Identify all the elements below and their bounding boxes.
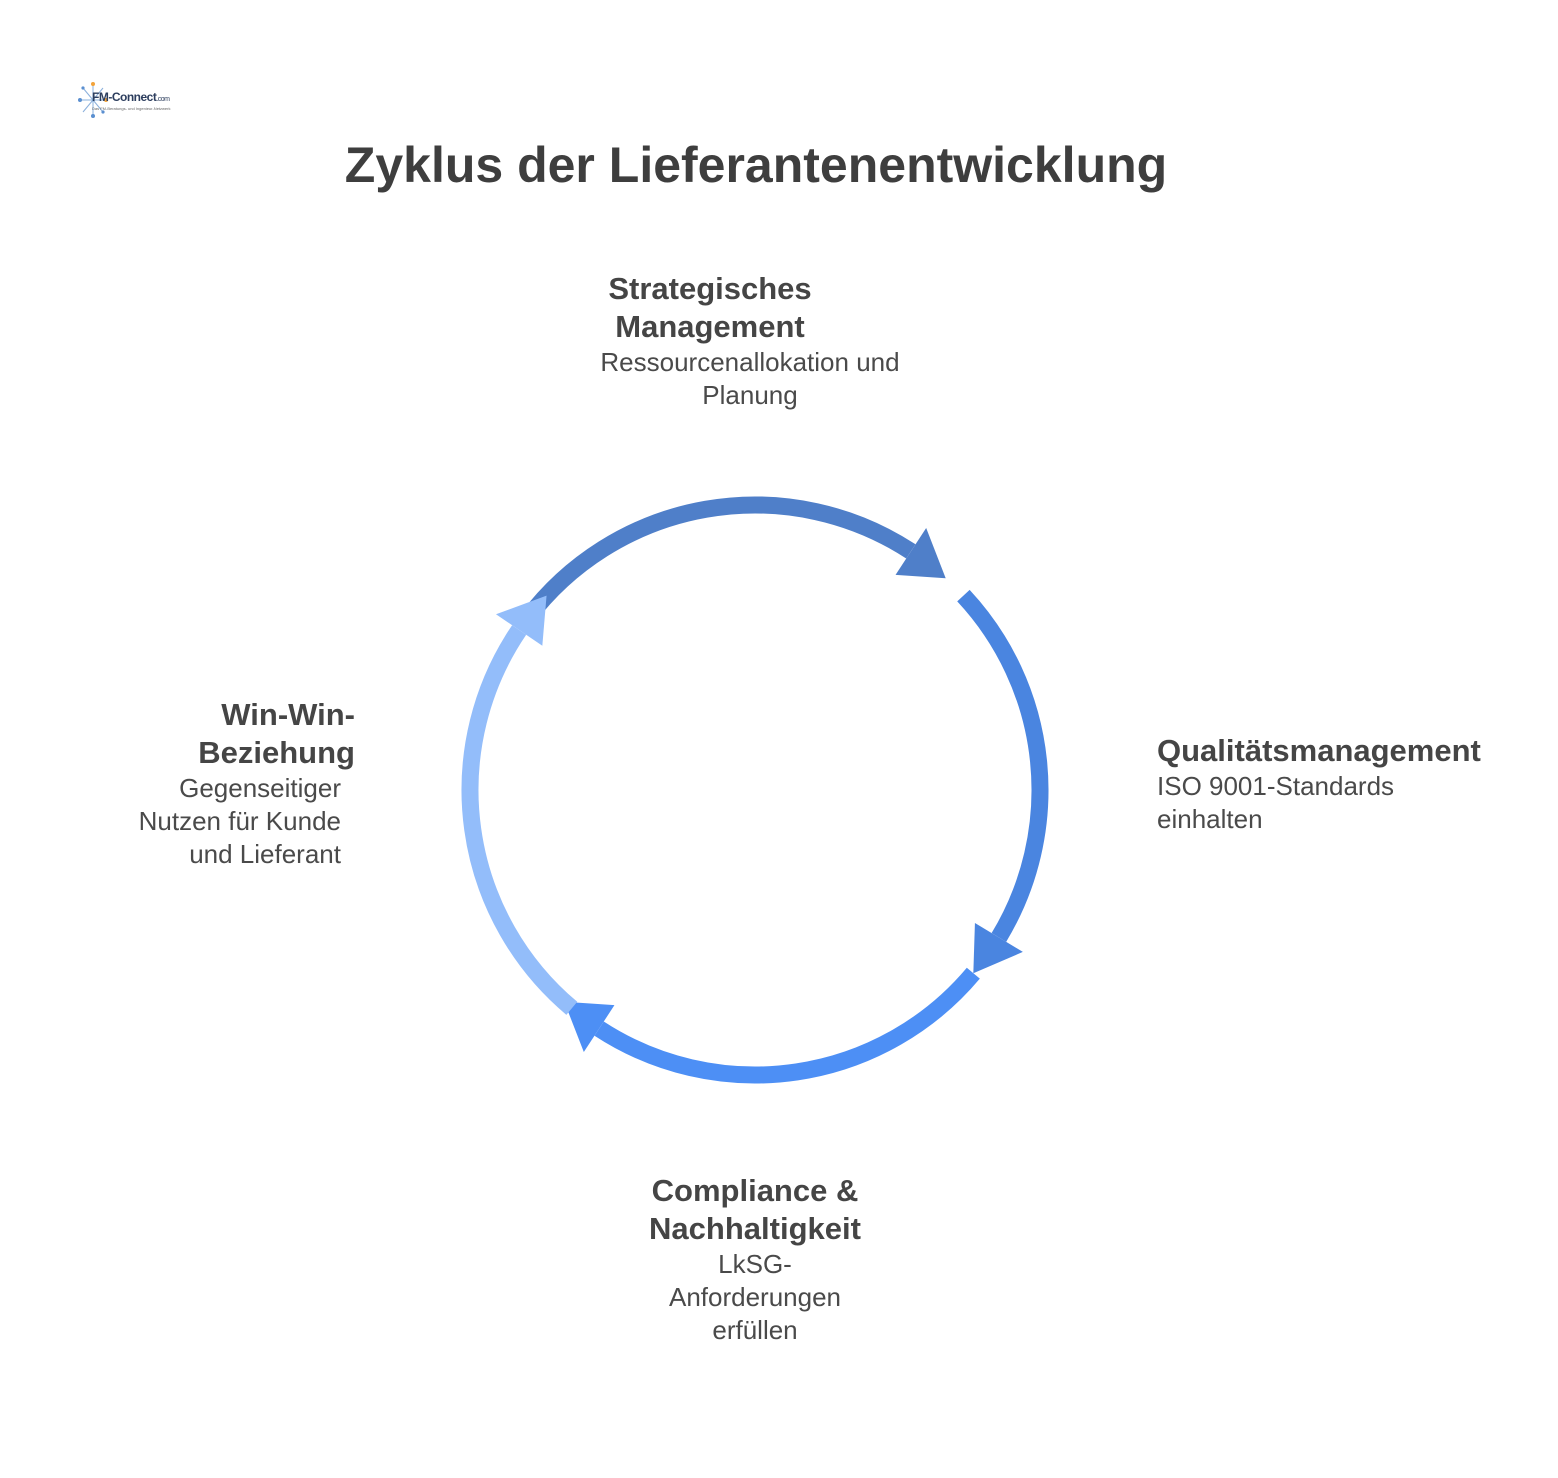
step-description: ISO 9001-Standards einhalten <box>1157 771 1395 834</box>
page-title: Zyklus der Lieferantenentwicklung <box>344 137 1168 193</box>
network-icon <box>78 82 108 118</box>
arrow-strategic-to-quality <box>520 496 916 624</box>
arrowhead-icon <box>495 595 547 646</box>
step-description: LkSG-Anforderungen erfüllen <box>668 1249 842 1345</box>
step-quality-management: Qualitätsmanagement ISO 9001-Standards e… <box>1157 732 1537 836</box>
arrow-winwin-to-strategic <box>461 625 578 1015</box>
arrow-compliance-to-winwin <box>594 967 980 1084</box>
arrowhead-icon <box>895 527 946 579</box>
fm-connect-logo: FM-Connect.com Das FM-Beratungs- und Ing… <box>78 80 170 120</box>
step-heading: Compliance & Nachhaltigkeit <box>649 1173 861 1246</box>
arrowhead-icon <box>564 1001 615 1053</box>
step-heading: Qualitätsmanagement <box>1157 733 1481 768</box>
step-heading: Strategisches Management <box>608 271 812 344</box>
logo-tagline: Das FM-Beratungs- und Ingenieur-Netzwerk <box>92 106 171 111</box>
arrowhead-icon <box>973 922 1023 974</box>
logo-wordmark: FM-Connect.com <box>92 90 170 104</box>
step-heading: Win-Win-Beziehung <box>198 697 355 770</box>
arrow-quality-to-compliance <box>957 589 1049 942</box>
step-description: Ressourcenallokation und Planung <box>600 347 900 410</box>
step-win-win-relationship: Win-Win-Beziehung Gegenseitiger Nutzen f… <box>80 696 355 871</box>
step-strategic-management: Strategisches Management Ressourcenallok… <box>590 270 910 412</box>
step-description: Gegenseitiger Nutzen für Kunde und Liefe… <box>138 773 341 869</box>
step-compliance-sustainability: Compliance & Nachhaltigkeit LkSG-Anforde… <box>640 1172 870 1347</box>
